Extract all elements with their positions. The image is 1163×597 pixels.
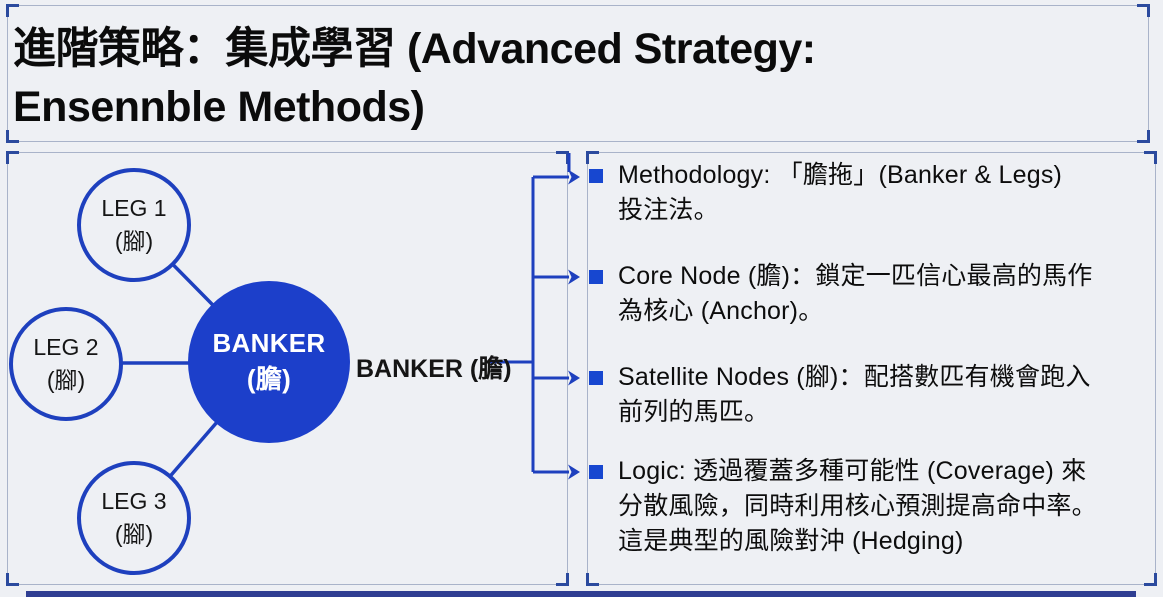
corner-mark (6, 573, 19, 586)
bullet-line: 投注法。 (618, 196, 719, 224)
bullet-line: Logic: 透過覆蓋多種可能性 (Coverage) 來 (618, 457, 1087, 485)
bullet-square-icon (589, 270, 603, 284)
node-leg3-label: LEG 3 (腳) (101, 487, 167, 547)
bottom-bar (26, 591, 1136, 597)
bullet-line: Core Node (膽)：鎖定一匹信心最高的馬作 (618, 262, 1093, 290)
corner-mark (556, 151, 569, 164)
corner-mark (6, 130, 19, 143)
banker-side-label: BANKER (膽) (356, 355, 512, 383)
bullet-square-icon (589, 465, 603, 479)
title-box: 進階策略：集成學習 (Advanced Strategy: Ensennble … (6, 4, 1150, 143)
node-banker-label: BANKER (膽) (212, 328, 326, 394)
bullet-line: Methodology: 「膽拖」(Banker & Legs) (618, 161, 1063, 189)
bullet-methodology: Methodology: 「膽拖」(Banker & Legs) 投注法。 (589, 158, 1149, 228)
bullet-line: 前列的馬匹。 (618, 398, 770, 426)
bullet-square-icon (589, 371, 603, 385)
bullet-line: 為核心 (Anchor)。 (618, 297, 824, 325)
bullet-satellite-nodes-text: Satellite Nodes (腳)：配搭數匹有機會跑入 前列的馬匹。 (618, 360, 1091, 430)
node-leg1: LEG 1 (腳) (77, 168, 191, 282)
corner-mark (586, 151, 599, 164)
page-title-line2: Ensennble Methods) (13, 83, 425, 131)
node-banker: BANKER (膽) (188, 281, 350, 443)
corner-mark (1137, 4, 1150, 17)
node-leg3: LEG 3 (腳) (77, 461, 191, 575)
bullet-core-node-text: Core Node (膽)：鎖定一匹信心最高的馬作 為核心 (Anchor)。 (618, 259, 1093, 329)
corner-mark (556, 573, 569, 586)
node-leg1-label: LEG 1 (腳) (101, 194, 167, 254)
bullet-line: 這是典型的風險對沖 (Hedging) (618, 527, 964, 555)
corner-mark (1144, 151, 1157, 164)
corner-mark (1137, 130, 1150, 143)
bullet-logic-text: Logic: 透過覆蓋多種可能性 (Coverage) 來 分散風險，同時利用核… (618, 454, 1097, 559)
bullet-square-icon (589, 169, 603, 183)
arrowhead-icon (568, 169, 580, 185)
bullet-satellite-nodes: Satellite Nodes (腳)：配搭數匹有機會跑入 前列的馬匹。 (589, 360, 1149, 430)
bullet-logic: Logic: 透過覆蓋多種可能性 (Coverage) 來 分散風險，同時利用核… (589, 454, 1149, 559)
bullet-core-node: Core Node (膽)：鎖定一匹信心最高的馬作 為核心 (Anchor)。 (589, 259, 1149, 329)
notes-panel (586, 151, 1157, 586)
arrowhead-icon (568, 269, 580, 285)
page-title: 進階策略：集成學習 (Advanced Strategy: Ensennble … (13, 20, 1133, 136)
corner-mark (6, 4, 19, 17)
corner-mark (6, 151, 19, 164)
node-leg2: LEG 2 (腳) (9, 307, 123, 421)
arrowhead-icon (568, 464, 580, 480)
bullet-line: 分散風險，同時利用核心預測提高命中率。 (618, 492, 1097, 520)
page-title-line1: 進階策略：集成學習 (Advanced Strategy: (13, 25, 816, 73)
bullet-methodology-text: Methodology: 「膽拖」(Banker & Legs) 投注法。 (618, 158, 1062, 228)
corner-mark (1144, 573, 1157, 586)
node-leg2-label: LEG 2 (腳) (33, 333, 99, 393)
bullet-line: Satellite Nodes (腳)：配搭數匹有機會跑入 (618, 363, 1091, 391)
corner-mark (586, 573, 599, 586)
arrowhead-icon (568, 370, 580, 386)
